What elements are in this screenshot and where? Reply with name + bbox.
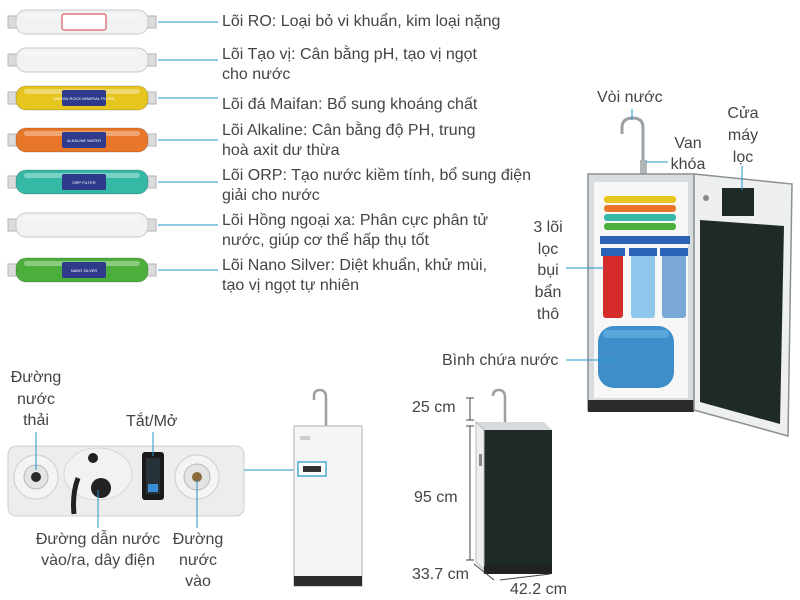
door-display bbox=[722, 188, 754, 216]
water-in-label-1: Đường bbox=[172, 531, 224, 548]
dim-top: 25 cm bbox=[412, 399, 456, 416]
dim-width: 42.2 cm bbox=[510, 581, 567, 598]
dimension-machine bbox=[475, 388, 552, 574]
pre-filter-blue bbox=[631, 252, 655, 318]
filter-leaders bbox=[158, 21, 218, 271]
inlet-port-icon bbox=[192, 472, 202, 482]
door-label-1: Cửa bbox=[727, 105, 759, 122]
filter-label-nano-silver: Lõi Nano Silver: Diệt khuẩn, khử mùi, bbox=[222, 257, 488, 274]
waste-port-icon bbox=[31, 472, 41, 482]
filter-tag-text: ALKALINE WATER bbox=[67, 138, 101, 143]
faucet-icon bbox=[620, 116, 645, 172]
machine-leaders bbox=[566, 109, 743, 361]
inlet-cable-label-2: vào/ra, dây điện bbox=[41, 552, 155, 569]
pre-filter-clear bbox=[662, 252, 686, 318]
dimension-lines bbox=[466, 397, 551, 581]
waste-label-2: nước bbox=[16, 391, 56, 408]
door-label-2: máy bbox=[727, 127, 759, 144]
filter-cartridge-6 bbox=[7, 212, 157, 238]
prefilter-label-2: lọc bbox=[537, 241, 559, 258]
prefilter-label-3: bụi bbox=[537, 262, 559, 279]
filter-label-alkaline: Lõi Alkaline: Cân bằng độ PH, trung bbox=[222, 122, 476, 139]
waste-label-1: Đường bbox=[10, 369, 62, 386]
water-in-label-3: vào bbox=[185, 573, 211, 590]
prefilter-label-5: thô bbox=[536, 306, 560, 323]
filter-cartridge-7: NANO SILVER bbox=[7, 257, 157, 283]
filter-cartridges: MAIFAN ROCK MINERAL FILTER ALKALINE WATER… bbox=[7, 9, 157, 283]
valve-label-2: khóa bbox=[670, 156, 706, 173]
valve-label-1: Van bbox=[674, 135, 702, 152]
filter-cartridge-3: MAIFAN ROCK MINERAL FILTER bbox=[7, 85, 157, 111]
cabinet-base bbox=[588, 400, 694, 412]
filter-label-hong-ngoai-2: nước, giúp cơ thể hấp thụ tốt bbox=[222, 232, 429, 249]
filter-label-tao-vi-2: cho nước bbox=[222, 66, 291, 83]
dim-depth: 33.7 cm bbox=[412, 566, 469, 583]
water-in-label-2: nước bbox=[178, 552, 218, 569]
filter-tag-text: NANO SILVER bbox=[71, 268, 98, 273]
filter-cartridge-2 bbox=[7, 47, 157, 73]
ports-panel bbox=[7, 445, 245, 517]
switch-label: Tắt/Mở bbox=[126, 413, 178, 430]
door-label-3: lọc bbox=[732, 149, 754, 166]
filter-tag-text: MAIFAN ROCK MINERAL FILTER bbox=[54, 96, 115, 101]
pre-filter-red bbox=[603, 252, 623, 318]
open-machine bbox=[587, 116, 793, 437]
filter-cartridge-1 bbox=[7, 9, 157, 35]
inlet-cable-label-1: Đường dẫn nước bbox=[35, 531, 161, 548]
prefilter-label-4: bẩn bbox=[534, 284, 562, 301]
waste-label-3: thải bbox=[23, 412, 49, 429]
filter-label-nano-silver-2: tạo vị ngọt tự nhiên bbox=[222, 277, 360, 294]
water-tank-icon bbox=[598, 326, 674, 388]
port-leaders bbox=[35, 432, 300, 528]
filter-label-tao-vi: Lõi Tạo vị: Cân bằng pH, tạo vị ngọt bbox=[222, 46, 477, 63]
filter-label-ro: Lõi RO: Loại bỏ vi khuẩn, kim loại nặng bbox=[222, 13, 501, 30]
faucet-label: Vòi nước bbox=[597, 89, 663, 106]
door-glass bbox=[700, 220, 784, 424]
cable-port-icon bbox=[91, 478, 111, 498]
prefilter-label-1: 3 lõi bbox=[533, 219, 563, 236]
filter-cartridge-5: ORP FILTER bbox=[7, 169, 157, 195]
back-view-machine bbox=[293, 388, 363, 587]
filter-label-orp: Lõi ORP: Tạo nước kiềm tính, bổ sung điệ… bbox=[222, 167, 532, 184]
filter-tag-text: ORP FILTER bbox=[72, 180, 95, 185]
filter-label-maifan: Lõi đá Maifan: Bổ sung khoáng chất bbox=[222, 96, 478, 113]
filter-label-alkaline-2: hoà axit dư thừa bbox=[222, 142, 340, 159]
tank-label: Bình chứa nước bbox=[442, 352, 559, 369]
filter-cartridge-4: ALKALINE WATER bbox=[7, 127, 157, 153]
filter-label-orp-2: giải cho nước bbox=[222, 187, 320, 204]
valve-icon bbox=[640, 160, 647, 174]
filter-label-hong-ngoai: Lõi Hồng ngoại xa: Phân cực phân tử bbox=[222, 212, 489, 229]
dim-height: 95 cm bbox=[414, 489, 458, 506]
